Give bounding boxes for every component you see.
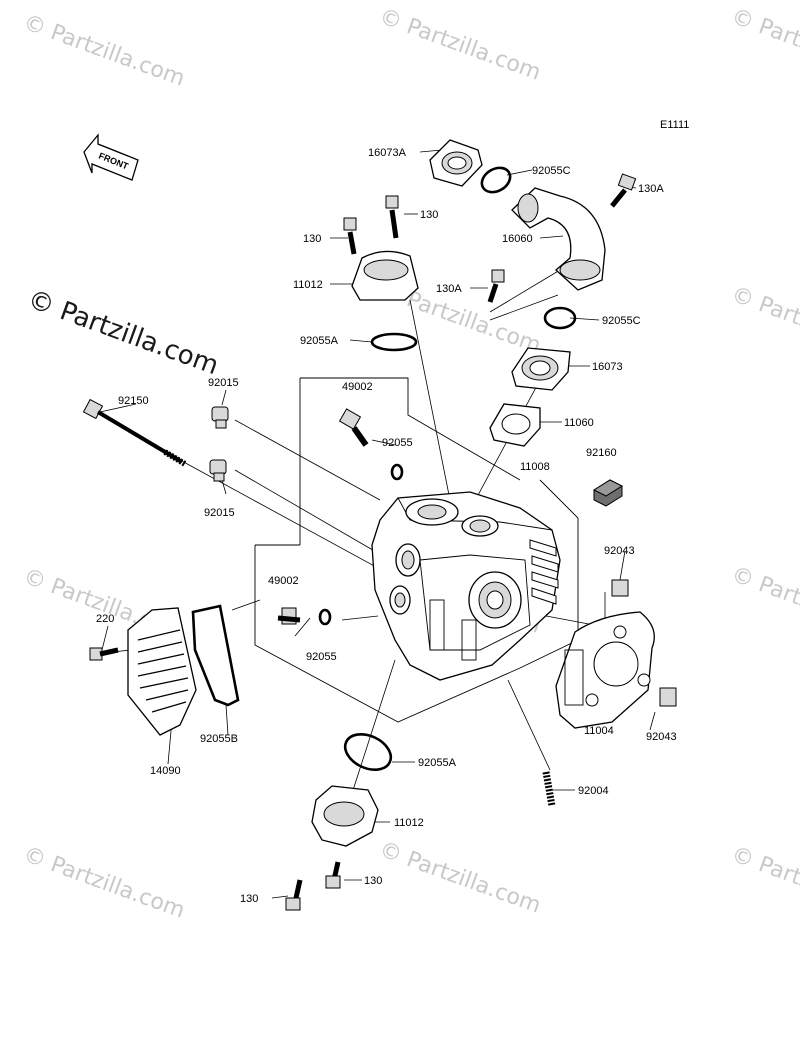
- label-11012-top: 11012: [293, 279, 323, 291]
- label-49002-bot: 49002: [268, 575, 299, 587]
- watermark: © Partzilla.com: [728, 842, 800, 924]
- oring-92055-bot: [318, 608, 332, 626]
- part-92004-stud: [542, 771, 556, 807]
- bolt-220: [89, 647, 119, 661]
- oring-92055C-top: [480, 166, 512, 194]
- diagram-code: E1111: [660, 119, 689, 131]
- part-92150-stud: [82, 398, 187, 467]
- front-arrow-icon: FRONT: [83, 133, 139, 181]
- watermark: © Partzilla.com: [728, 282, 800, 364]
- label-14090: 14090: [150, 765, 181, 777]
- part-14090-cover: [127, 607, 197, 736]
- part-49002-sensor-top: [338, 408, 369, 447]
- bolt-130-bot-right: [325, 861, 341, 889]
- label-92055C-mid: 92055C: [602, 315, 641, 327]
- label-220: 220: [96, 613, 114, 625]
- label-49002-top: 49002: [342, 381, 373, 393]
- part-16060-intake-elbow: [511, 187, 606, 291]
- watermark: © Partzilla.com: [728, 4, 800, 86]
- label-92055A-bot: 92055A: [418, 757, 457, 769]
- label-16073: 16073: [592, 361, 623, 373]
- oring-92055A-bot: [343, 733, 393, 771]
- part-labels: 16073A 92055C 130A 130 130 16060 11012 1…: [96, 147, 677, 905]
- label-11060: 11060: [564, 417, 594, 429]
- oring-92055C-mid: [543, 306, 577, 330]
- part-11012-cap-bot: [311, 785, 379, 847]
- label-130-top: 130: [420, 209, 438, 221]
- part-92015-plug-top: [211, 406, 229, 429]
- label-130-bot-right: 130: [364, 875, 382, 887]
- watermark-main: © Partzilla.com: [24, 284, 223, 381]
- label-92004: 92004: [578, 785, 609, 797]
- bolt-130-bot-left: [285, 879, 303, 911]
- label-92055-bot: 92055: [306, 651, 337, 663]
- bolt-130-top: [385, 195, 399, 239]
- part-16073-flange: [511, 347, 571, 391]
- label-11012-bot: 11012: [394, 817, 424, 829]
- part-11012-cap-top: [351, 250, 419, 301]
- label-92160: 92160: [586, 447, 617, 459]
- label-92015-bot: 92015: [204, 507, 235, 519]
- watermark: © Partzilla.com: [376, 4, 544, 86]
- part-49002-sensor-bot: [277, 607, 301, 625]
- watermark: © Partzilla.com: [20, 842, 188, 924]
- oring-92055A-top: [370, 332, 418, 352]
- label-130-bot-left: 130: [240, 893, 258, 905]
- part-11060-gasket: [489, 403, 541, 447]
- part-16073A-flange: [429, 139, 483, 187]
- watermarks: © Partzilla.com © Partzilla.com © Partzi…: [20, 4, 800, 924]
- part-92043-dowel-top: [611, 579, 629, 597]
- label-92043-top: 92043: [604, 545, 635, 557]
- label-92015-top: 92015: [208, 377, 239, 389]
- watermark: © Partzilla.com: [20, 10, 188, 92]
- label-92150: 92150: [118, 395, 149, 407]
- oring-92055-top: [390, 463, 404, 481]
- label-130A-top: 130A: [638, 183, 664, 195]
- label-16060: 16060: [502, 233, 533, 245]
- label-92055A-top: 92055A: [300, 335, 339, 347]
- label-130A-mid: 130A: [436, 283, 462, 295]
- gasket-92055B: [191, 604, 240, 707]
- label-16073A: 16073A: [368, 147, 407, 159]
- part-11004-head-gasket: [555, 611, 655, 729]
- label-92055C-top: 92055C: [532, 165, 571, 177]
- bolt-130A-mid: [487, 269, 505, 303]
- label-92043-bot: 92043: [646, 731, 677, 743]
- part-92160-block: [592, 479, 624, 507]
- assembly-outline: [254, 377, 579, 723]
- part-11008-cylinder-head: [371, 491, 561, 681]
- part-92015-plug-bot: [209, 459, 227, 482]
- label-11004: 11004: [584, 725, 614, 737]
- bolt-130-left: [343, 217, 357, 255]
- watermark: © Partzilla.com: [728, 562, 800, 644]
- label-92055B: 92055B: [200, 733, 238, 745]
- part-92043-dowel-bot: [659, 687, 677, 707]
- label-92055-top: 92055: [382, 437, 413, 449]
- label-130-left: 130: [303, 233, 321, 245]
- bolt-130A-top: [610, 173, 637, 208]
- watermark: © Partzilla.com: [376, 837, 544, 919]
- label-11008: 11008: [520, 461, 550, 473]
